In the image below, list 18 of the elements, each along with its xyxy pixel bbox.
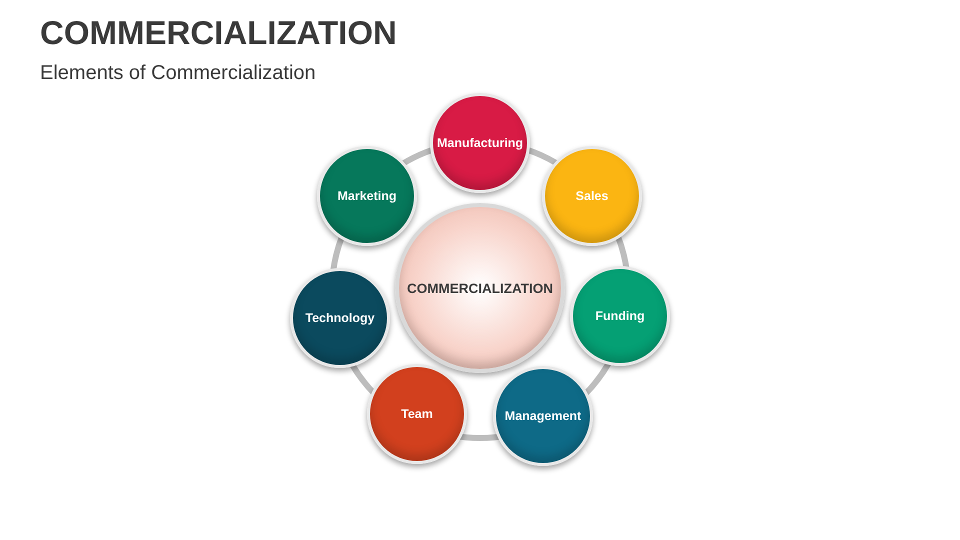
subtitle: Elements of Commercialization [40, 62, 316, 85]
node-label: COMMERCIALIZATION [406, 280, 554, 296]
node-label: Technology [304, 311, 376, 325]
element-circle [290, 268, 390, 368]
element-circle [430, 93, 530, 193]
center-circle [395, 203, 565, 373]
element-circle [570, 266, 670, 366]
node-label: Manufacturing [436, 136, 524, 150]
element-circle [317, 146, 417, 246]
title: COMMERCIALIZATION [40, 14, 397, 52]
node-label: Marketing [336, 189, 398, 203]
node-label: Sales [574, 189, 610, 203]
element-circle [493, 366, 593, 466]
element-circle [367, 364, 467, 464]
element-circle [542, 146, 642, 246]
node-label: Team [400, 407, 434, 421]
node-label: Funding [594, 309, 646, 323]
node-label: Management [504, 409, 582, 423]
